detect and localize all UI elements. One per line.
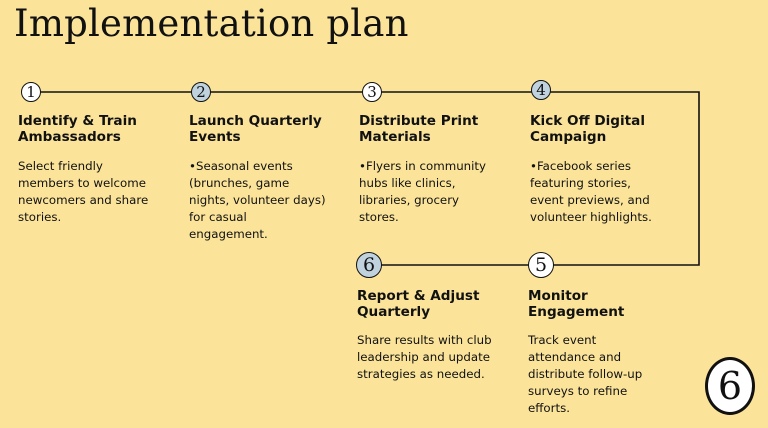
page-title: Implementation plan — [14, 2, 409, 45]
step-5-badge: 5 — [528, 252, 554, 278]
step-5-title: Monitor Engagement — [528, 288, 625, 320]
step-6-badge: 6 — [356, 252, 382, 278]
corner-step-badge: 6 — [705, 357, 755, 415]
step-4-title: Kick Off Digital Campaign — [530, 113, 645, 145]
step-1-badge: 1 — [21, 82, 41, 102]
step-4-badge: 4 — [531, 80, 551, 100]
step-2-badge: 2 — [191, 82, 211, 102]
step-4-description: •Facebook series featuring stories, even… — [530, 159, 652, 224]
step-6-description: Share results with club leadership and u… — [357, 333, 492, 381]
step-3-badge: 3 — [362, 82, 382, 102]
step-6-title: Report & Adjust Quarterly — [357, 288, 480, 320]
step-3-title: Distribute Print Materials — [359, 113, 479, 145]
step-3-description: •Flyers in community hubs like clinics, … — [359, 159, 487, 224]
step-5-description: Track event attendance and distribute fo… — [528, 333, 643, 415]
step-2-title: Launch Quarterly Events — [189, 113, 322, 145]
step-1-description: Select friendly members to welcome newco… — [18, 159, 149, 224]
step-2-description: •Seasonal events (brunches, game nights,… — [189, 159, 326, 241]
step-1-title: Identify & Train Ambassadors — [18, 113, 137, 145]
